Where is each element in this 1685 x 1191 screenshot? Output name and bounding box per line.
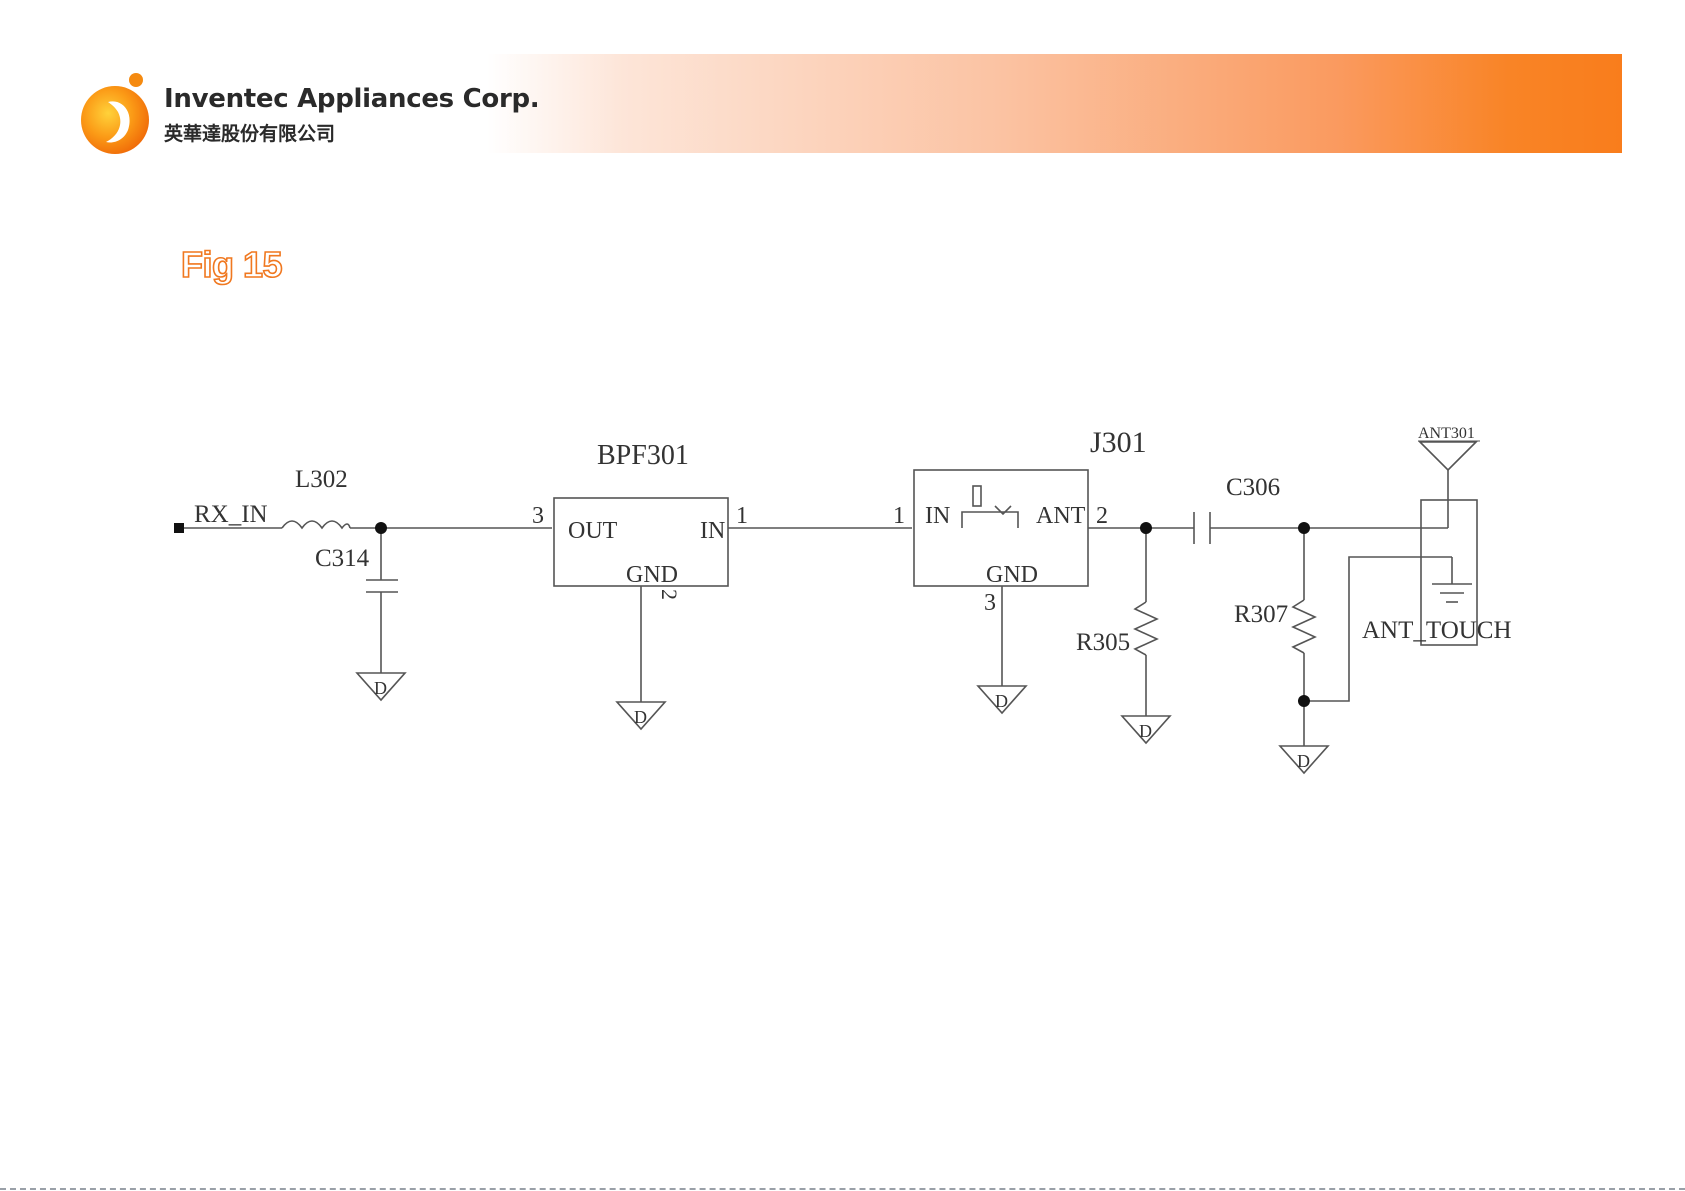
junction-dot-r305 [1140, 522, 1152, 534]
label-bpf-in: IN [700, 518, 725, 544]
label-bpf-pin3: 3 [532, 503, 544, 529]
label-j301: J301 [1090, 426, 1147, 459]
label-ground-bpf: D [634, 707, 647, 727]
label-ground-r307: D [1297, 751, 1310, 771]
label-ground-j301: D [995, 691, 1008, 711]
label-ant-touch: ANT_TOUCH [1362, 617, 1512, 644]
inductor-l302-symbol [282, 521, 350, 528]
junction-dot-l302 [375, 522, 387, 534]
label-c306: C306 [1226, 474, 1280, 501]
label-j301-pin3: 3 [984, 590, 996, 616]
label-bpf-out: OUT [568, 518, 618, 544]
label-j301-pin2: 2 [1096, 503, 1108, 529]
junction-dot-r307 [1298, 522, 1310, 534]
label-rx-in: RX_IN [194, 501, 268, 528]
label-bpf-pin2: 2 [657, 589, 682, 600]
antenna-ant301-symbol [1420, 442, 1476, 470]
label-l302: L302 [295, 466, 348, 493]
resistor-r307-symbol [1293, 600, 1315, 653]
label-r307: R307 [1234, 601, 1288, 628]
resistor-r305-symbol [1135, 602, 1157, 655]
rx-in-port [174, 523, 184, 533]
switch-j301-spring [973, 486, 981, 506]
label-ant301: ANT301 [1418, 425, 1475, 442]
label-c314: C314 [315, 545, 370, 572]
label-j301-in: IN [925, 503, 950, 529]
label-bpf-gnd: GND [626, 562, 678, 588]
switch-j301-contact [962, 512, 1018, 528]
label-r305: R305 [1076, 629, 1130, 656]
label-j301-gnd: GND [986, 562, 1038, 588]
label-j301-pin1: 1 [893, 503, 905, 529]
label-j301-ant: ANT [1036, 503, 1086, 529]
label-ground-c314: D [374, 678, 387, 698]
label-bpf301: BPF301 [597, 440, 689, 471]
bottom-dashed-rule [0, 1188, 1685, 1190]
label-ground-r305: D [1139, 721, 1152, 741]
junction-dot-ant-touch [1298, 695, 1310, 707]
label-bpf-pin1: 1 [736, 503, 748, 529]
